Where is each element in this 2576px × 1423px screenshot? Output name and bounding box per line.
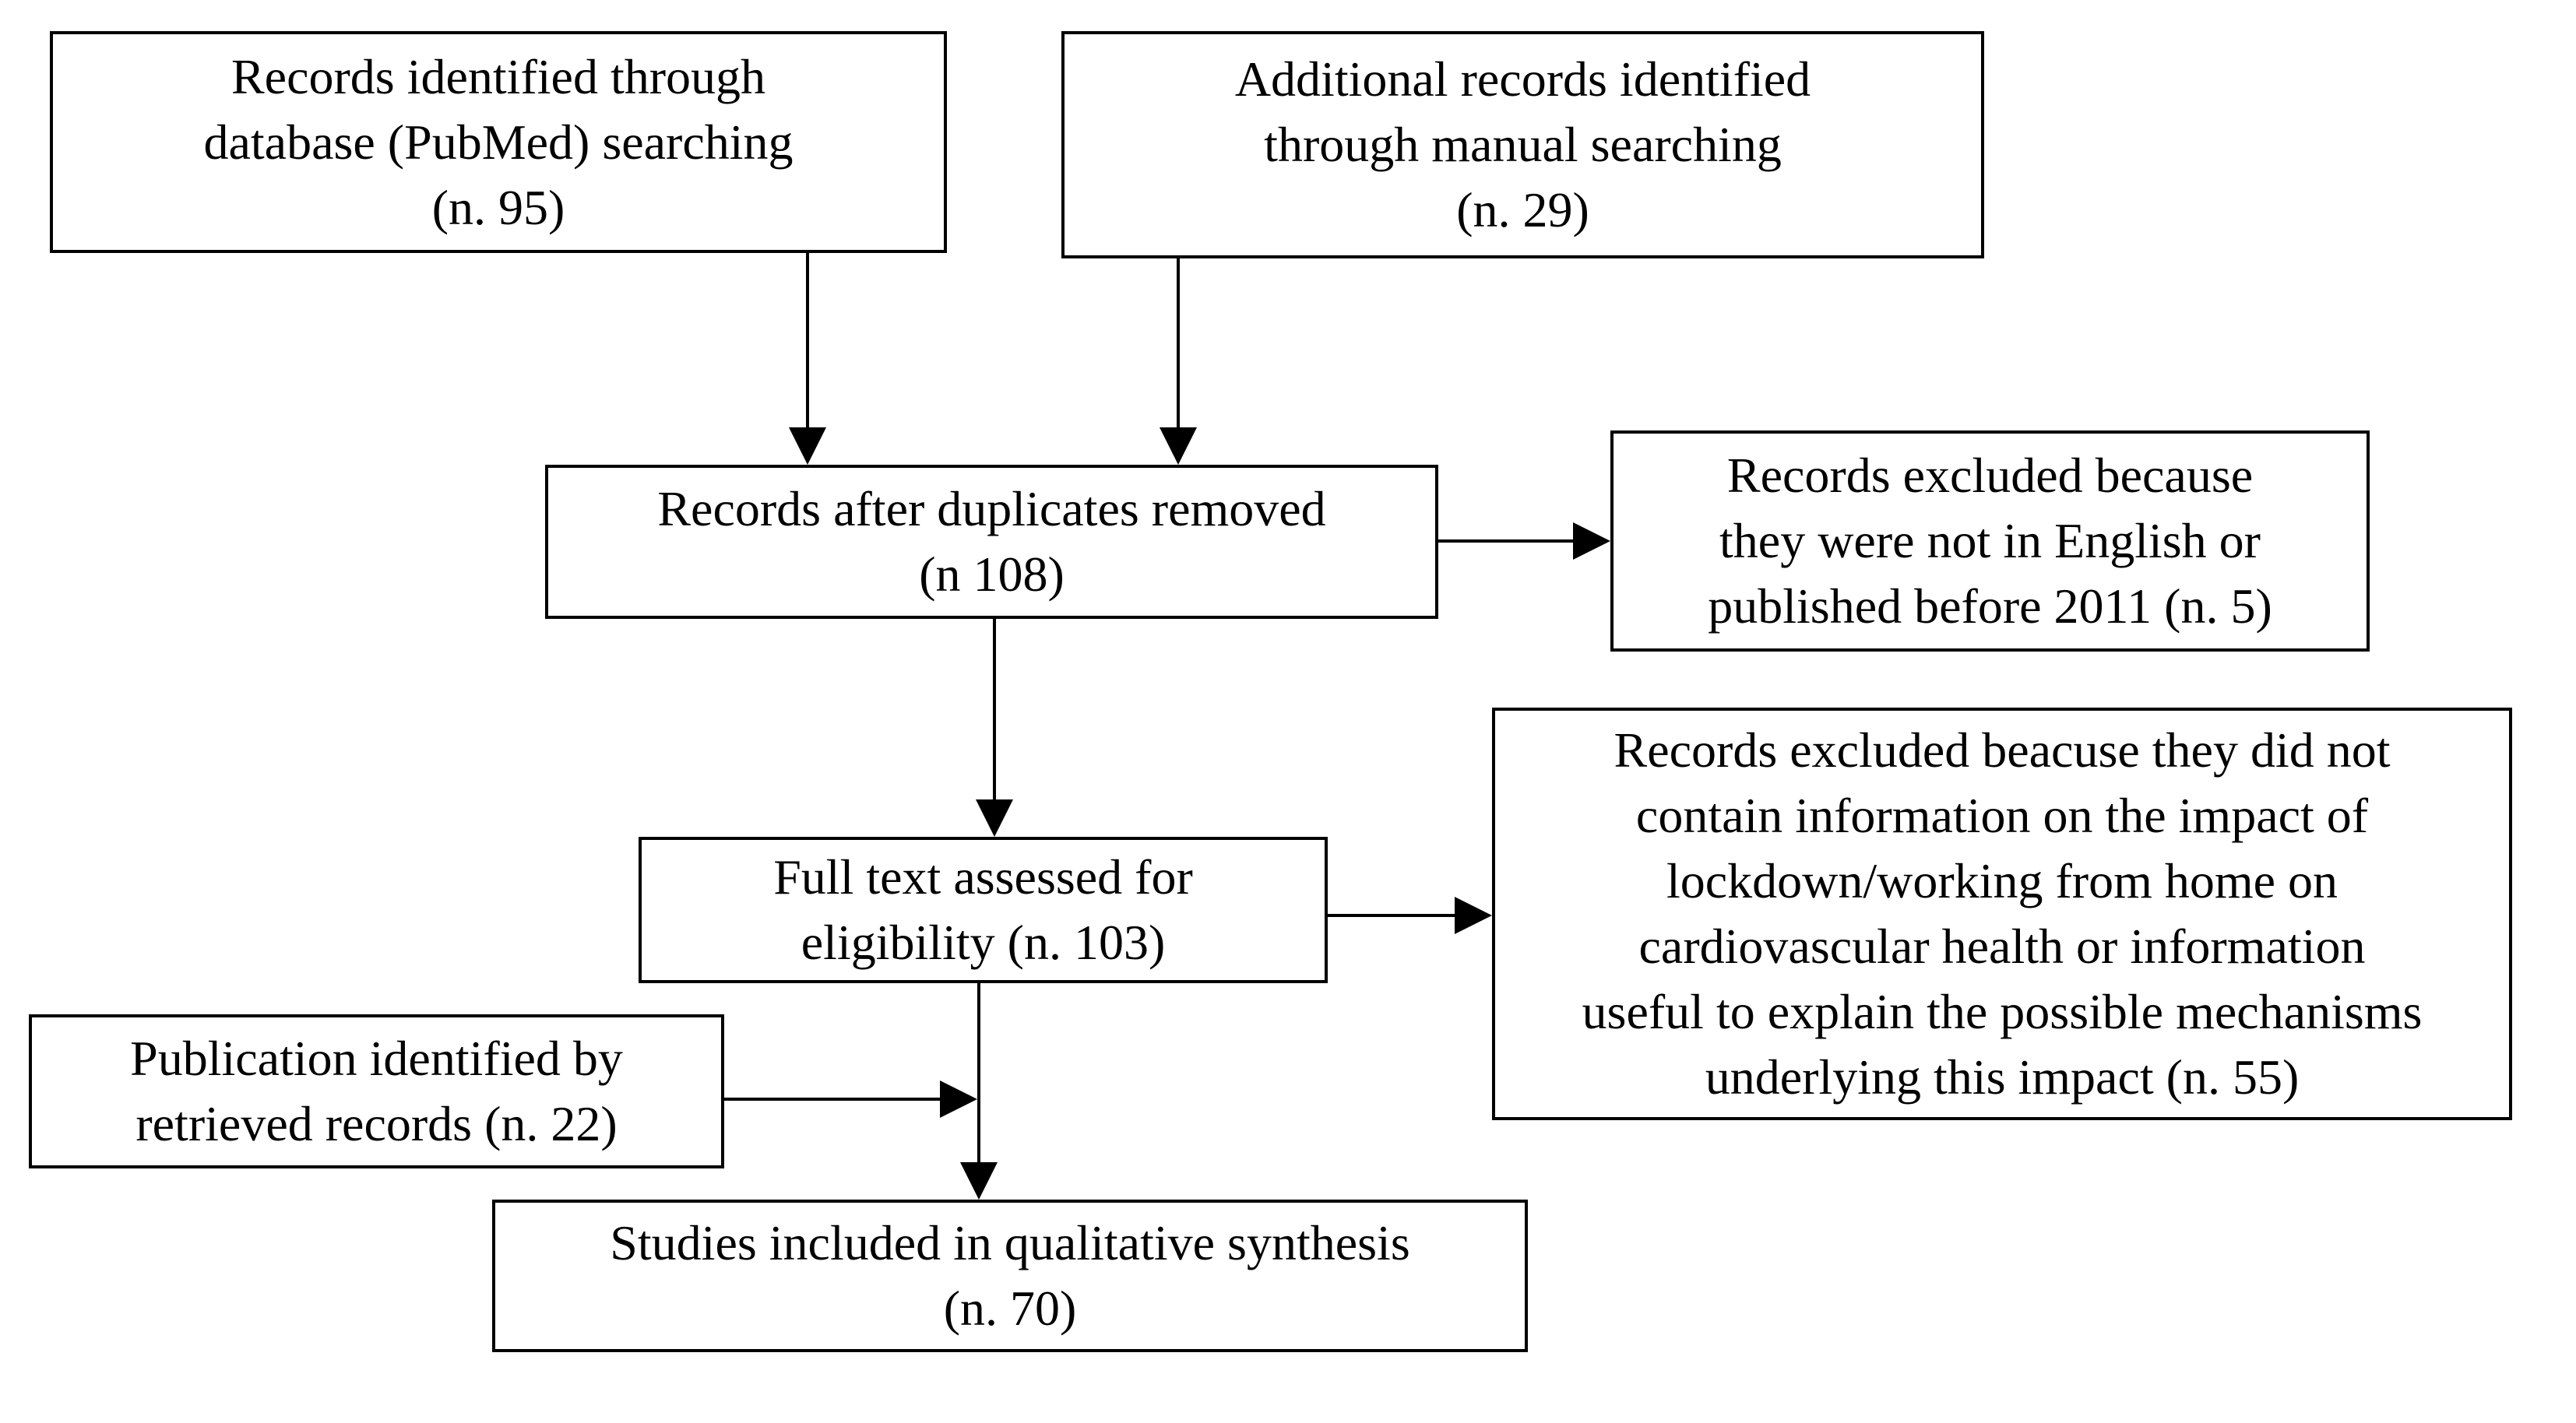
arrow-duplicates-to-fulltext-head bbox=[976, 799, 1013, 837]
box-studies-qualitative-synthesis: Studies included in qualitative synthesi… bbox=[492, 1200, 1528, 1352]
arrow-duplicates-to-excluded-line bbox=[1438, 539, 1573, 543]
arrow-database-to-duplicates-line bbox=[806, 253, 809, 427]
arrow-publication-to-synthesis-line bbox=[724, 1098, 940, 1101]
box-records-after-duplicates: Records after duplicates removed (n 108) bbox=[545, 465, 1438, 619]
arrow-database-to-duplicates-head bbox=[789, 427, 826, 465]
arrow-manual-to-duplicates-line bbox=[1177, 258, 1180, 427]
arrow-fulltext-to-excluded-line bbox=[1328, 914, 1455, 917]
box-publication-retrieved-records: Publication identified by retrieved reco… bbox=[29, 1014, 724, 1168]
arrow-fulltext-to-excluded-head bbox=[1455, 897, 1492, 934]
arrow-duplicates-to-fulltext-line bbox=[993, 619, 996, 799]
box-records-excluded-no-information: Records excluded beacuse they did not co… bbox=[1492, 708, 2512, 1120]
box-records-excluded-language-year: Records excluded because they were not i… bbox=[1610, 430, 2370, 652]
arrow-manual-to-duplicates-head bbox=[1160, 427, 1197, 465]
arrow-duplicates-to-excluded-head bbox=[1573, 522, 1610, 560]
arrow-fulltext-to-synthesis-line bbox=[977, 983, 980, 1162]
box-full-text-assessed: Full text assessed for eligibility (n. 1… bbox=[639, 837, 1328, 983]
arrow-fulltext-to-synthesis-head bbox=[960, 1162, 998, 1200]
arrow-publication-to-synthesis-head bbox=[940, 1080, 977, 1118]
box-records-identified-database: Records identified through database (Pub… bbox=[50, 31, 947, 253]
box-additional-records-manual: Additional records identified through ma… bbox=[1061, 31, 1984, 258]
